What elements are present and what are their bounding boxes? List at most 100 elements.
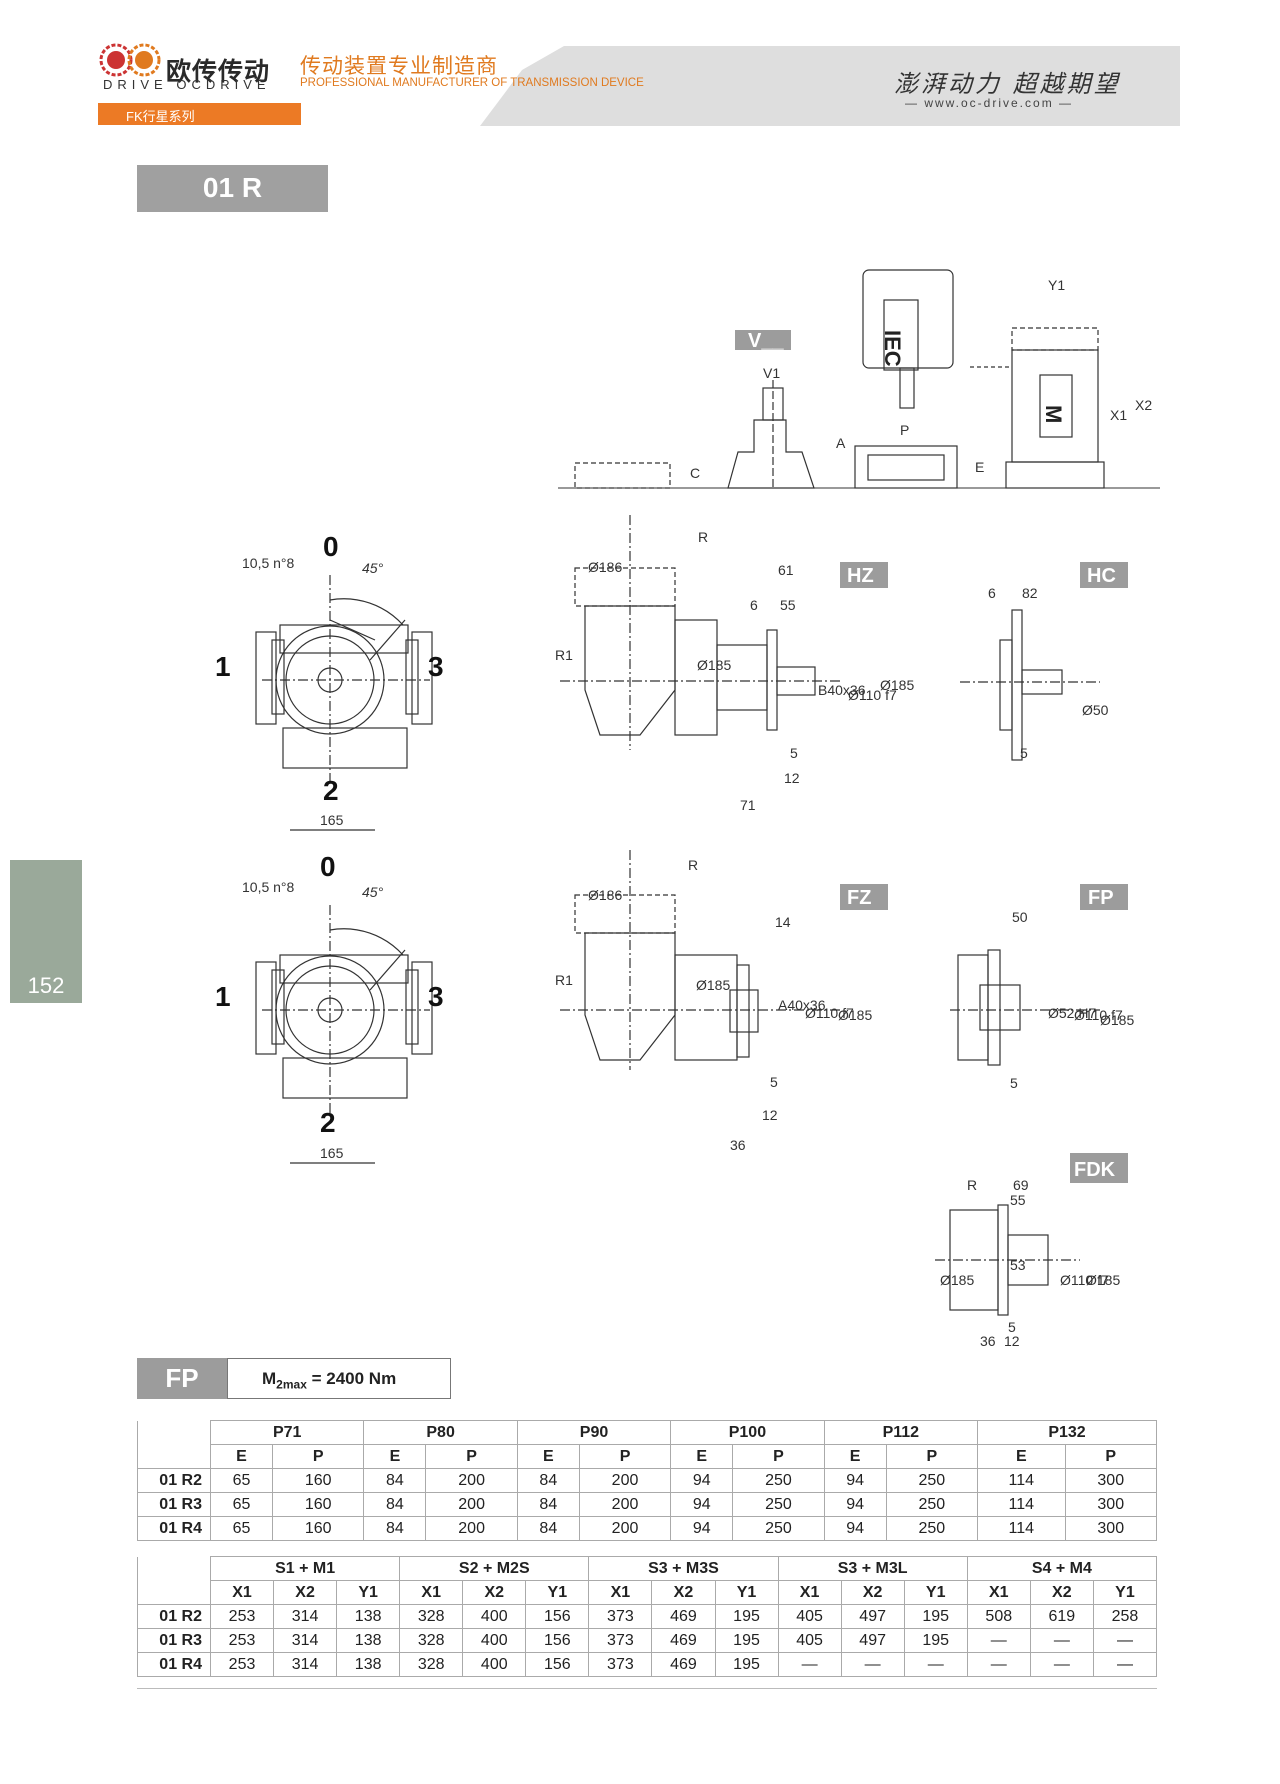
torque-value: = 2400 Nm <box>311 1369 397 1388</box>
series-bar <box>98 103 301 125</box>
table-cell: 373 <box>588 1628 653 1653</box>
table-cell: 328 <box>399 1604 464 1629</box>
table-cell: 200 <box>578 1516 672 1541</box>
dim-fz-5: 5 <box>770 1074 778 1090</box>
model-box <box>137 165 328 212</box>
angle-b: 45° <box>362 884 384 900</box>
t2-sub: X2 <box>840 1580 905 1605</box>
motor-label: M <box>1041 405 1066 423</box>
table-cell: — <box>966 1628 1031 1653</box>
t1-sub: E <box>209 1444 274 1469</box>
t2-group: S1 + M1 <box>209 1556 401 1581</box>
table-cell: 65 <box>209 1468 274 1493</box>
dim-hc-50: Ø50 <box>1082 702 1109 718</box>
series-label: FK行星系列 <box>126 109 195 124</box>
table-cell: 200 <box>425 1492 518 1517</box>
bolt-note-a: 10,5 n°8 <box>242 555 295 571</box>
dim-a: A <box>836 435 846 451</box>
dim-hz-71: 71 <box>740 797 756 813</box>
table-cell: 160 <box>272 1516 365 1541</box>
dim-hz-b40: B40x36 <box>818 682 866 698</box>
pos-1-a: 1 <box>215 651 231 682</box>
row-label: 01 R3 <box>137 1492 211 1517</box>
t2-sub: Y1 <box>714 1580 779 1605</box>
table-cell: 314 <box>273 1628 338 1653</box>
dim-fdk-69: 69 <box>1013 1177 1029 1193</box>
table-cell: 138 <box>336 1652 401 1677</box>
t1-sub: P <box>272 1444 365 1469</box>
t1-group: P112 <box>823 1420 979 1445</box>
table-cell: 156 <box>525 1628 590 1653</box>
pos-3-a: 3 <box>428 651 444 682</box>
dim-fp-185: Ø185 <box>1100 1012 1134 1028</box>
t2-group: S2 + M2S <box>399 1556 590 1581</box>
table-cell: 405 <box>777 1628 842 1653</box>
t1-group: P100 <box>670 1420 825 1445</box>
bolt-note-b: 10,5 n°8 <box>242 879 295 895</box>
table-cell: 65 <box>209 1492 274 1517</box>
table-cell: 373 <box>588 1652 653 1677</box>
dim-hc-6: 6 <box>988 585 996 601</box>
width-b: 165 <box>320 1145 344 1161</box>
t2-sub: X1 <box>777 1580 842 1605</box>
dim-fdk-12: 12 <box>1004 1333 1020 1349</box>
table-cell: 84 <box>516 1516 580 1541</box>
row-label: 01 R3 <box>137 1628 211 1653</box>
table-cell: 300 <box>1064 1516 1158 1541</box>
tag-v: V__ <box>748 330 784 352</box>
table-cell: — <box>966 1652 1031 1677</box>
dim-hc-82: 82 <box>1022 585 1038 601</box>
table-cell: — <box>840 1652 905 1677</box>
dim-c: C <box>690 465 700 481</box>
t2-sub: X1 <box>588 1580 653 1605</box>
t2-sub: X2 <box>462 1580 527 1605</box>
table-cell: 114 <box>977 1492 1066 1517</box>
table-cell: 314 <box>273 1652 338 1677</box>
table-cell: 469 <box>651 1628 716 1653</box>
t1-sub: P <box>732 1444 825 1469</box>
table-cell: 156 <box>525 1652 590 1677</box>
t2-sub: Y1 <box>903 1580 968 1605</box>
table-cell: 114 <box>977 1468 1066 1493</box>
table-cell: 138 <box>336 1628 401 1653</box>
table-cell: — <box>1029 1652 1094 1677</box>
dim-fp-110: Ø110 f7 <box>1074 1007 1123 1023</box>
table-cell: 94 <box>670 1492 734 1517</box>
tag-fp: FP <box>1088 887 1114 909</box>
table-cell: 469 <box>651 1604 716 1629</box>
dim-y1: Y1 <box>1048 277 1065 293</box>
table-cell: 328 <box>399 1652 464 1677</box>
dim-p: P <box>900 422 909 438</box>
table-cell: 138 <box>336 1604 401 1629</box>
dim-hz-55: 55 <box>780 597 796 613</box>
dim-r1-hz: R1 <box>555 647 573 663</box>
table-cell: 400 <box>462 1652 527 1677</box>
table-cell: 497 <box>840 1604 905 1629</box>
pos-1-b: 1 <box>215 981 231 1012</box>
dim-fdk-185b: Ø185 <box>1086 1272 1120 1288</box>
dim-d185-hz2: Ø185 <box>880 677 914 693</box>
table-cell: 94 <box>670 1468 734 1493</box>
website-link[interactable]: — www.oc-drive.com — <box>905 96 1074 110</box>
dim-r-fz: R <box>688 857 698 873</box>
dim-x1: X1 <box>1110 407 1127 423</box>
dim-d186-hz: Ø186 <box>588 559 622 575</box>
t2-sub: X1 <box>399 1580 464 1605</box>
dim-fz-12: 12 <box>762 1107 778 1123</box>
table-cell: 250 <box>885 1492 979 1517</box>
table-cell: 84 <box>516 1492 580 1517</box>
dim-fz-36: 36 <box>730 1137 746 1153</box>
dim-hc-5: 5 <box>1020 745 1028 761</box>
dim-fdk-110: Ø110 f7 <box>1060 1272 1109 1288</box>
dim-e: E <box>975 459 984 475</box>
pos-0-b: 0 <box>320 851 336 882</box>
page-tab <box>10 860 82 1003</box>
dim-fz-14: 14 <box>775 914 791 930</box>
technical-drawings: V__ HZ HC FZ FP FDK IEC M 0 1 2 3 0 1 2 … <box>215 269 1160 1349</box>
tag-hc: HC <box>1087 565 1116 587</box>
tag-fdk: FDK <box>1074 1159 1116 1181</box>
table-x-y: S1 + M1 S2 + M2S S3 + M3S S3 + M3L S4 + … <box>137 1556 1158 1677</box>
